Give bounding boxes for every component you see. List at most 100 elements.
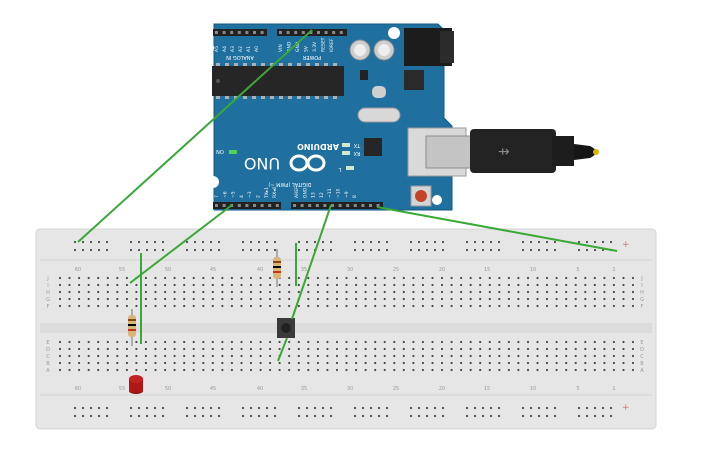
breadboard-hole	[326, 297, 329, 301]
breadboard-hole	[593, 368, 596, 372]
breadboard-hole	[221, 340, 224, 344]
breadboard-hole	[383, 354, 386, 358]
breadboard-hole	[202, 361, 205, 365]
breadboard-hole	[545, 340, 549, 344]
reset-button-cap[interactable]	[415, 190, 427, 202]
breadboard-hole	[335, 304, 339, 308]
breadboard-hole	[154, 276, 157, 280]
breadboard-hole	[574, 297, 577, 301]
breadboard-hole	[135, 340, 138, 344]
breadboard-hole	[202, 354, 205, 358]
breadboard-hole	[202, 297, 205, 301]
logo-loop-right	[306, 154, 326, 172]
breadboard-hole	[240, 361, 243, 365]
breadboard-hole	[622, 340, 625, 344]
breadboard-hole	[106, 340, 109, 344]
breadboard-hole	[202, 290, 205, 294]
breadboard-hole	[269, 276, 272, 280]
breadboard-hole	[431, 347, 434, 351]
breadboard-hole	[507, 347, 510, 351]
breadboard-hole	[460, 297, 463, 301]
breadboard-hole	[144, 347, 147, 351]
breadboard-hole	[97, 361, 100, 365]
breadboard-hole	[335, 361, 339, 365]
breadboard-hole	[173, 347, 176, 351]
breadboard-hole	[87, 276, 90, 280]
breadboard-hole	[288, 276, 291, 280]
header-pin	[324, 31, 328, 34]
row-letter-right: D	[640, 347, 644, 353]
breadboard-hole	[479, 347, 482, 351]
chip-leg	[261, 63, 265, 66]
breadboard-hole	[469, 361, 472, 365]
breadboard-hole	[555, 361, 558, 365]
breadboard-hole	[555, 368, 558, 372]
rail-hole	[433, 240, 437, 244]
breadboard-hole	[144, 276, 147, 280]
pushbutton[interactable]	[277, 318, 295, 338]
rail-hole	[305, 414, 309, 418]
breadboard-hole	[421, 347, 424, 351]
breadboard-hole	[364, 283, 367, 287]
breadboard-hole	[364, 354, 367, 358]
resistor-band	[273, 266, 281, 268]
breadboard-hole	[78, 368, 81, 372]
rail-hole	[529, 406, 533, 410]
mounting-hole	[207, 176, 219, 188]
rail-hole	[473, 406, 477, 410]
chip-leg	[288, 63, 292, 66]
resistor-2[interactable]	[128, 309, 136, 346]
breadboard-hole	[526, 283, 530, 287]
chip-leg	[279, 63, 283, 66]
led-dome	[129, 375, 143, 383]
breadboard-hole	[221, 368, 224, 372]
pin-label: 3.3V	[312, 41, 318, 52]
chip-leg	[324, 63, 328, 66]
wires	[77, 29, 618, 362]
column-number-bottom: 55	[119, 386, 125, 392]
rail-hole	[257, 248, 261, 252]
breadboard-hole	[68, 361, 71, 365]
breadboard-hole	[412, 354, 415, 358]
rail-hole	[129, 240, 133, 244]
breadboard-hole	[211, 304, 214, 308]
breadboard-hole	[173, 304, 176, 308]
row-letter-right: F	[641, 304, 644, 310]
breadboard-hole	[383, 297, 386, 301]
breadboard-hole	[584, 290, 587, 294]
wire-button-to-led	[277, 337, 288, 362]
breadboard-hole	[192, 304, 195, 308]
wire-5v-to-rail	[77, 29, 313, 243]
breadboard-hole	[87, 304, 90, 308]
rail-hole	[265, 406, 269, 410]
usb-symbol-icon: ⇸	[498, 144, 510, 160]
chip-leg	[225, 63, 229, 66]
breadboard-hole	[125, 354, 128, 358]
breadboard-hole	[355, 297, 358, 301]
breadboard-hole	[469, 304, 472, 308]
breadboard-hole	[383, 283, 386, 287]
rail-hole	[465, 414, 469, 418]
capacitor-top	[354, 44, 366, 56]
breadboard-hole	[460, 340, 463, 344]
rail-hole	[89, 248, 93, 252]
rail-hole	[329, 414, 333, 418]
rail-hole	[209, 414, 213, 418]
breadboard-hole	[393, 276, 396, 280]
breadboard-hole	[545, 290, 549, 294]
rail-hole	[81, 248, 85, 252]
resistor-1[interactable]	[273, 249, 281, 287]
breadboard-hole	[183, 361, 186, 365]
rail-hole	[377, 406, 381, 410]
rail-hole	[257, 406, 261, 410]
rail-hole	[521, 414, 525, 418]
breadboard-hole	[584, 304, 587, 308]
breadboard-hole	[173, 297, 176, 301]
breadboard-hole	[288, 347, 291, 351]
row-letter-right: B	[640, 361, 644, 367]
breadboard-hole	[488, 276, 491, 280]
breadboard-hole	[440, 304, 444, 308]
breadboard-hole	[221, 304, 224, 308]
led-red[interactable]	[129, 375, 143, 394]
breadboard-hole	[526, 290, 530, 294]
